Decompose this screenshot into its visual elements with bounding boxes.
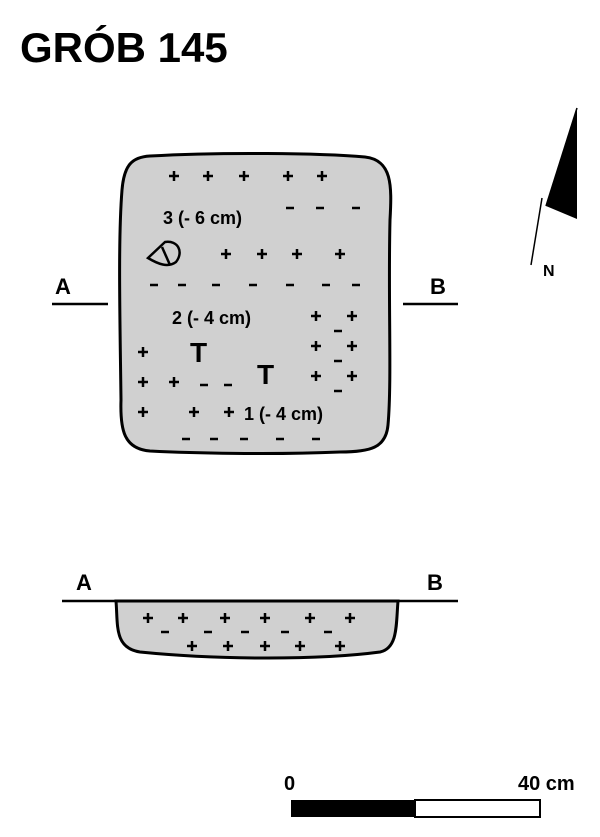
plus-mark	[169, 171, 179, 181]
plus-mark	[138, 377, 148, 387]
north-label: N	[543, 263, 555, 280]
plus-mark	[138, 407, 148, 417]
scale-start-label: 0	[284, 773, 295, 795]
plus-mark	[311, 311, 321, 321]
grave-plan-outline	[118, 151, 393, 456]
plus-mark	[335, 249, 345, 259]
pottery-vessel-icon	[145, 240, 181, 267]
plan-label-a: A	[55, 274, 71, 299]
plus-mark	[223, 641, 233, 651]
plus-mark	[347, 311, 357, 321]
plus-mark	[260, 613, 270, 623]
section-label-a: A	[76, 570, 92, 595]
section-label-b: B	[427, 570, 443, 595]
plus-mark	[345, 613, 355, 623]
plus-mark	[224, 407, 234, 417]
plan-label-b: B	[430, 274, 446, 299]
section-profile	[114, 599, 400, 660]
plus-mark	[292, 249, 302, 259]
plus-mark	[283, 171, 293, 181]
artifact-t-2-icon: T	[257, 359, 274, 390]
plus-mark	[187, 641, 197, 651]
plus-mark	[305, 613, 315, 623]
plus-mark	[220, 613, 230, 623]
scale-end-label: 40 cm	[518, 773, 575, 795]
plus-mark	[169, 377, 179, 387]
page-title: GRÓB 145	[20, 23, 228, 71]
scale-bar	[291, 799, 541, 818]
plus-mark	[178, 613, 188, 623]
layer-2-label: 2 (- 4 cm)	[172, 308, 251, 328]
fill-marks	[138, 171, 360, 441]
plus-mark	[260, 641, 270, 651]
plus-mark	[189, 407, 199, 417]
artifact-t-1-icon: T	[190, 337, 207, 368]
north-arrow-icon	[530, 107, 578, 266]
plus-mark	[143, 613, 153, 623]
plus-mark	[221, 249, 231, 259]
plus-mark	[257, 249, 267, 259]
plus-mark	[317, 171, 327, 181]
plus-mark	[295, 641, 305, 651]
layer-3-label: 3 (- 6 cm)	[163, 208, 242, 228]
layer-1-label: 1 (- 4 cm)	[244, 404, 323, 424]
plus-mark	[138, 347, 148, 357]
plus-mark	[347, 341, 357, 351]
section-fill-marks	[143, 613, 355, 651]
plus-mark	[311, 371, 321, 381]
plus-mark	[203, 171, 213, 181]
plus-mark	[239, 171, 249, 181]
plus-mark	[347, 371, 357, 381]
plus-mark	[335, 641, 345, 651]
plus-mark	[311, 341, 321, 351]
